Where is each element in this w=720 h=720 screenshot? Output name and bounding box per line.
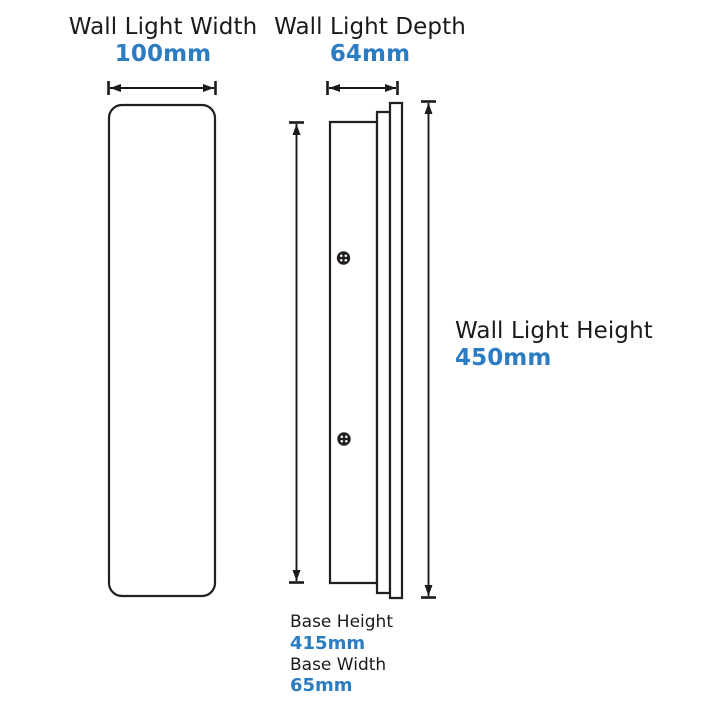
wall-light-width-label-group: Wall Light Width 100mm <box>63 14 263 68</box>
side-front-panel <box>388 101 404 600</box>
wall-light-height-title: Wall Light Height <box>455 318 653 344</box>
wall-light-height-value: 450mm <box>455 345 552 372</box>
upper-mounting-screw <box>336 251 351 265</box>
base-dimensions-label-group: Base Height 415mm Base Width 65mm <box>290 612 393 697</box>
front-elevation-shape <box>107 103 217 598</box>
side-elevation-shape <box>328 101 404 600</box>
base-height-dimension-arrow <box>289 121 304 584</box>
wall-light-height-label-group: Wall Light Height 450mm <box>455 318 665 372</box>
wall-light-width-title: Wall Light Width <box>68 14 258 40</box>
depth-dimension-arrow <box>326 81 399 95</box>
side-spacer-body <box>375 110 392 595</box>
base-width-value: 65mm <box>290 675 353 697</box>
side-base-plate <box>328 120 379 585</box>
base-height-value: 415mm <box>290 632 366 654</box>
base-height-title: Base Height <box>290 612 393 632</box>
wall-light-width-value: 100mm <box>114 41 212 68</box>
wall-light-depth-value: 64mm <box>329 41 411 68</box>
wall-light-depth-label-group: Wall Light Depth 64mm <box>272 14 468 68</box>
wall-light-depth-title: Wall Light Depth <box>274 14 466 40</box>
wall-light-height-dimension-arrow <box>421 100 436 599</box>
lower-mounting-screw <box>337 432 351 446</box>
base-width-title: Base Width <box>290 654 387 675</box>
width-dimension-arrow <box>107 81 217 95</box>
